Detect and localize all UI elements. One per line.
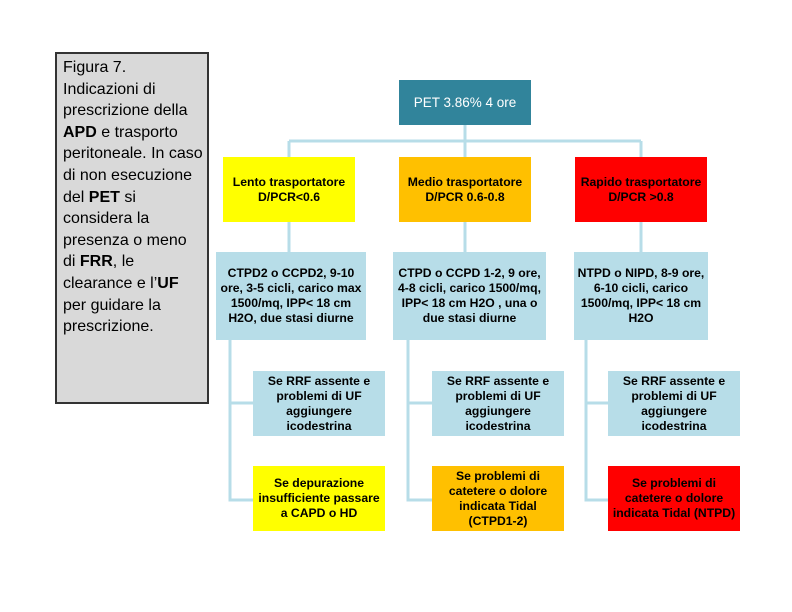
caption-part: , le clearance e l’ (63, 253, 158, 292)
pet-root-box: PET 3.86% 4 ore (399, 80, 531, 125)
slow-note-depurazione-text: Se depurazione insufficiente passare a C… (258, 476, 380, 520)
slow-regimen-text: CTPD2 o CCPD2, 9-10 ore, 3-5 cicli, cari… (220, 266, 362, 325)
medium-note-icodestrina-text: Se RRF assente e problemi di UF aggiunge… (446, 373, 550, 433)
slow-note-icodestrina: Se RRF assente e problemi di UF aggiunge… (253, 371, 385, 436)
slow-note-icodestrina-text: Se RRF assente e problemi di UF aggiunge… (267, 373, 371, 433)
caption-part: Figura 7. Indicazioni di prescrizione de… (63, 59, 188, 120)
fast-note-tidal: Se problemi di catetere o dolore indicat… (608, 466, 740, 531)
fast-note-icodestrina: Se RRF assente e problemi di UF aggiunge… (608, 371, 740, 436)
fast-regimen-text: NTPD o NIPD, 8-9 ore, 6-10 cicli, carico… (577, 266, 705, 325)
medium-note-tidal: Se problemi di catetere o dolore indicat… (432, 466, 564, 531)
caption-part-bold: PET (88, 188, 120, 206)
fast-note-tidal-text: Se problemi di catetere o dolore indicat… (612, 476, 736, 520)
caption-part-bold: APD (63, 123, 97, 141)
fast-regimen-box: NTPD o NIPD, 8-9 ore, 6-10 cicli, carico… (574, 252, 708, 340)
slow-regimen-box: CTPD2 o CCPD2, 9-10 ore, 3-5 cicli, cari… (216, 252, 366, 340)
slow-transporter-header: Lento trasportatore D/PCR<0.6 (223, 157, 355, 222)
medium-transporter-header: Medio trasportatore D/PCR 0.6-0.8 (399, 157, 531, 222)
caption-part-bold: UF (157, 274, 179, 292)
slow-note-depurazione: Se depurazione insufficiente passare a C… (253, 466, 385, 531)
fast-note-icodestrina-text: Se RRF assente e problemi di UF aggiunge… (622, 373, 726, 433)
pet-root-label: PET 3.86% 4 ore (413, 95, 517, 110)
medium-transporter-label: Medio trasportatore D/PCR 0.6-0.8 (407, 174, 523, 204)
connector-slow-notes (228, 340, 253, 502)
medium-regimen-text: CTPD o CCPD 1-2, 9 ore, 4-8 cicli, caric… (398, 266, 541, 325)
connector-medium-notes (406, 340, 432, 502)
fast-transporter-label: Rapido trasportatore D/PCR >0.8 (580, 174, 702, 204)
medium-note-tidal-text: Se problemi di catetere o dolore indicat… (448, 468, 548, 528)
fast-transporter-header: Rapido trasportatore D/PCR >0.8 (575, 157, 707, 222)
caption-part: e trasporto peritoneale. In caso di non … (63, 123, 203, 206)
caption-part: si considera la presenza o meno di (63, 188, 187, 271)
caption-part: per guidare la prescrizione. (63, 296, 161, 336)
connector-fast-notes (584, 340, 608, 502)
figure-caption: Figura 7. Indicazioni di prescrizione de… (55, 52, 209, 404)
caption-part-bold: FRR (79, 253, 113, 271)
medium-regimen-box: CTPD o CCPD 1-2, 9 ore, 4-8 cicli, caric… (393, 252, 546, 340)
medium-note-icodestrina: Se RRF assente e problemi di UF aggiunge… (432, 371, 564, 436)
slow-transporter-label: Lento trasportatore D/PCR<0.6 (232, 174, 346, 204)
